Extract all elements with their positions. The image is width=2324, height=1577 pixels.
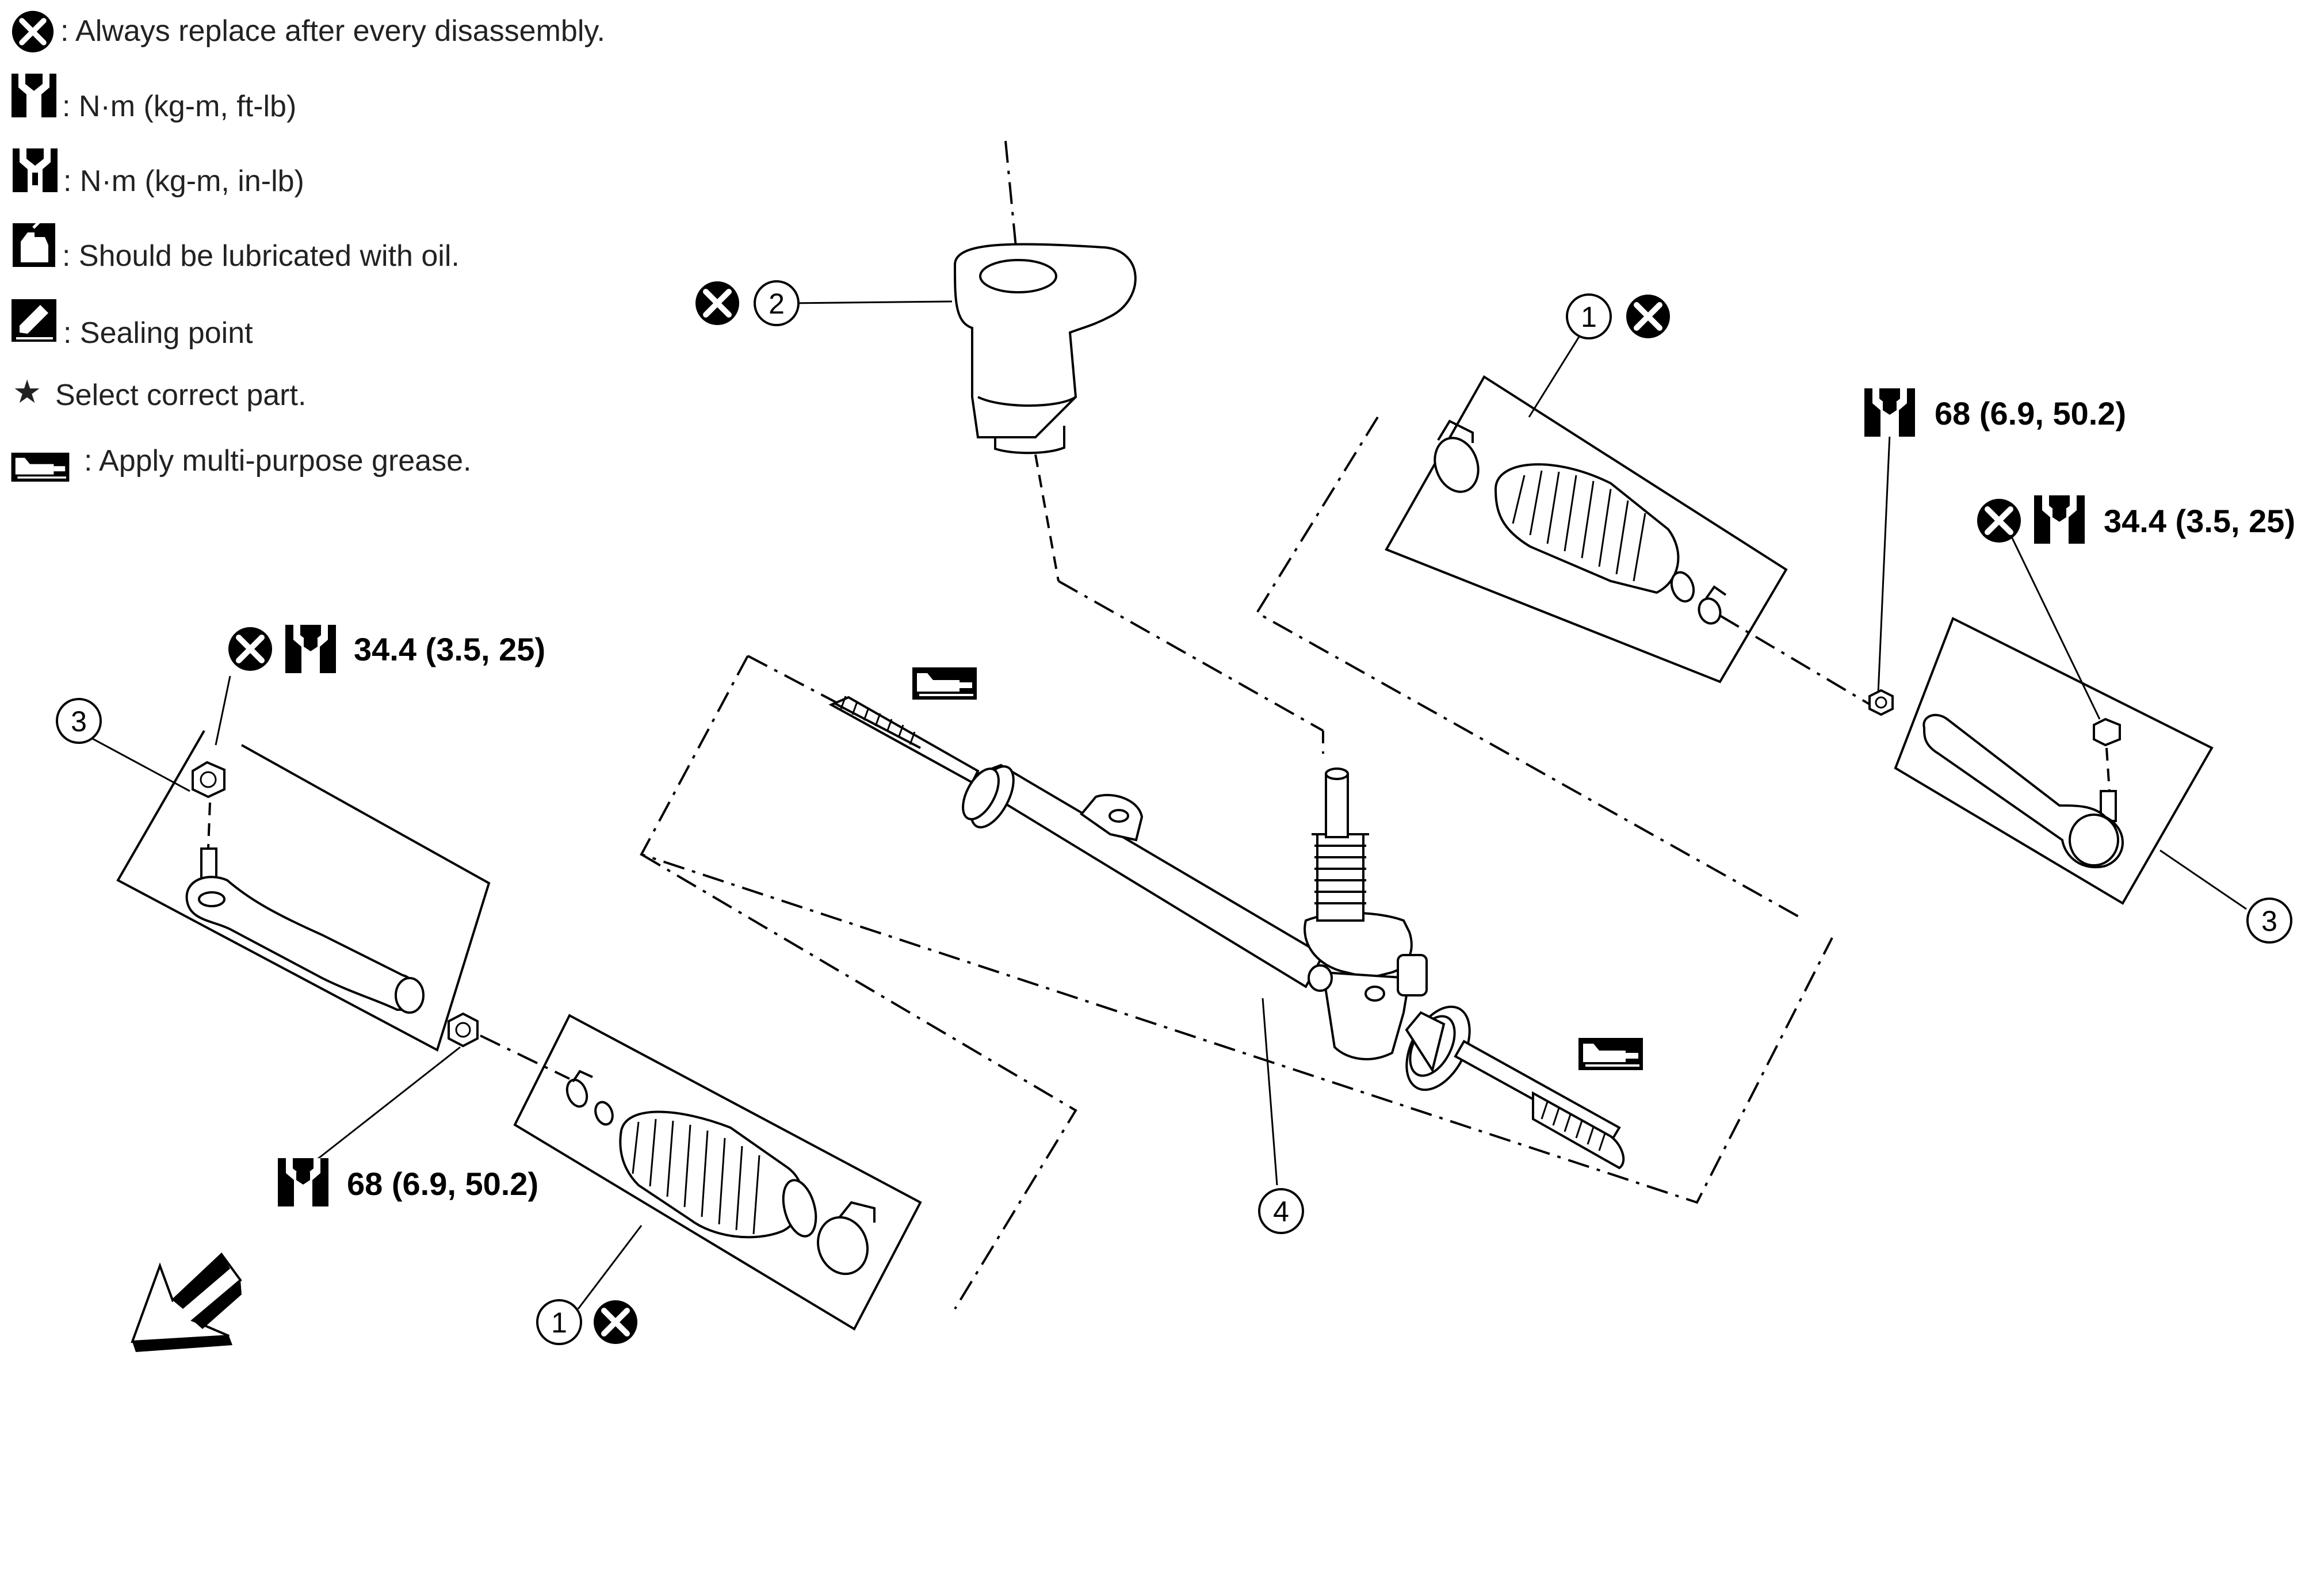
torque-wrench-icon: [278, 1158, 328, 1206]
legend-sealing: : Sealing point: [63, 316, 253, 350]
grommet-part: [953, 140, 1324, 754]
torque-outer-nut-left: 34.4 (3.5, 25): [354, 631, 545, 667]
torque-wrench-icon: [12, 74, 56, 117]
rack-thread-right: [1541, 1101, 1606, 1151]
legend: : Always replace after every disassembly…: [10, 11, 605, 483]
torque-wrench-in-icon: [13, 148, 58, 192]
lock-nut-left: [313, 1012, 570, 1163]
legend-oil: : Should be lubricated with oil.: [62, 239, 460, 273]
oil-can-icon: [13, 220, 55, 267]
boot-part-right: [1255, 320, 1876, 919]
legend-torque-ft: : N·m (kg-m, ft-lb): [62, 90, 296, 123]
callout-2-label: 2: [769, 288, 785, 320]
replace-icon: [228, 627, 272, 671]
legend-select: Select correct part.: [55, 379, 306, 412]
grease-gun-icon: [10, 451, 71, 483]
torque-outer-nut-right: 34.4 (3.5, 25): [2104, 503, 2295, 539]
callout-3-label: 3: [2261, 905, 2277, 937]
front-arrow-icon: [131, 1252, 242, 1352]
grease-gun-icon: [1577, 1037, 1644, 1071]
steering-gear-assembly: [640, 655, 1833, 1204]
boot-ribs-left: [632, 1118, 760, 1235]
replace-icon: [1977, 499, 2021, 543]
legend-replace: : Always replace after every disassembly…: [60, 14, 605, 48]
boot-ribs-right: [1512, 470, 1646, 582]
callout-3-label: 3: [71, 705, 87, 738]
legend-grease: : Apply multi-purpose grease.: [84, 444, 471, 478]
pinion-spline: [1312, 833, 1369, 904]
replace-icon: [12, 11, 53, 52]
torque-lock-nut-right: 68 (6.9, 50.2): [1935, 395, 2126, 432]
torque-wrench-icon: [2034, 495, 2085, 544]
torque-lock-nut-left: 68 (6.9, 50.2): [347, 1166, 538, 1202]
rack-thread-left: [834, 696, 921, 749]
replace-icon: [594, 1300, 637, 1344]
callout-1-label: 1: [1581, 301, 1597, 333]
grease-gun-icon: [911, 666, 978, 701]
torque-wrench-icon: [285, 625, 336, 673]
lock-nut-right: [1868, 434, 1894, 716]
tie-rod-end-right: [1894, 617, 2247, 910]
replace-icon: [695, 281, 739, 325]
tie-rod-end-left: [77, 675, 491, 1052]
torque-wrench-icon: [1864, 388, 1915, 437]
callout-4-label: 4: [1273, 1196, 1289, 1228]
callout-1-label: 1: [551, 1307, 567, 1339]
star-icon: ★: [13, 373, 41, 410]
replace-icon: [1626, 295, 1670, 338]
legend-torque-in: : N·m (kg-m, in-lb): [63, 165, 304, 198]
sealing-icon: [12, 299, 56, 342]
boot-part-left: [513, 853, 1077, 1331]
